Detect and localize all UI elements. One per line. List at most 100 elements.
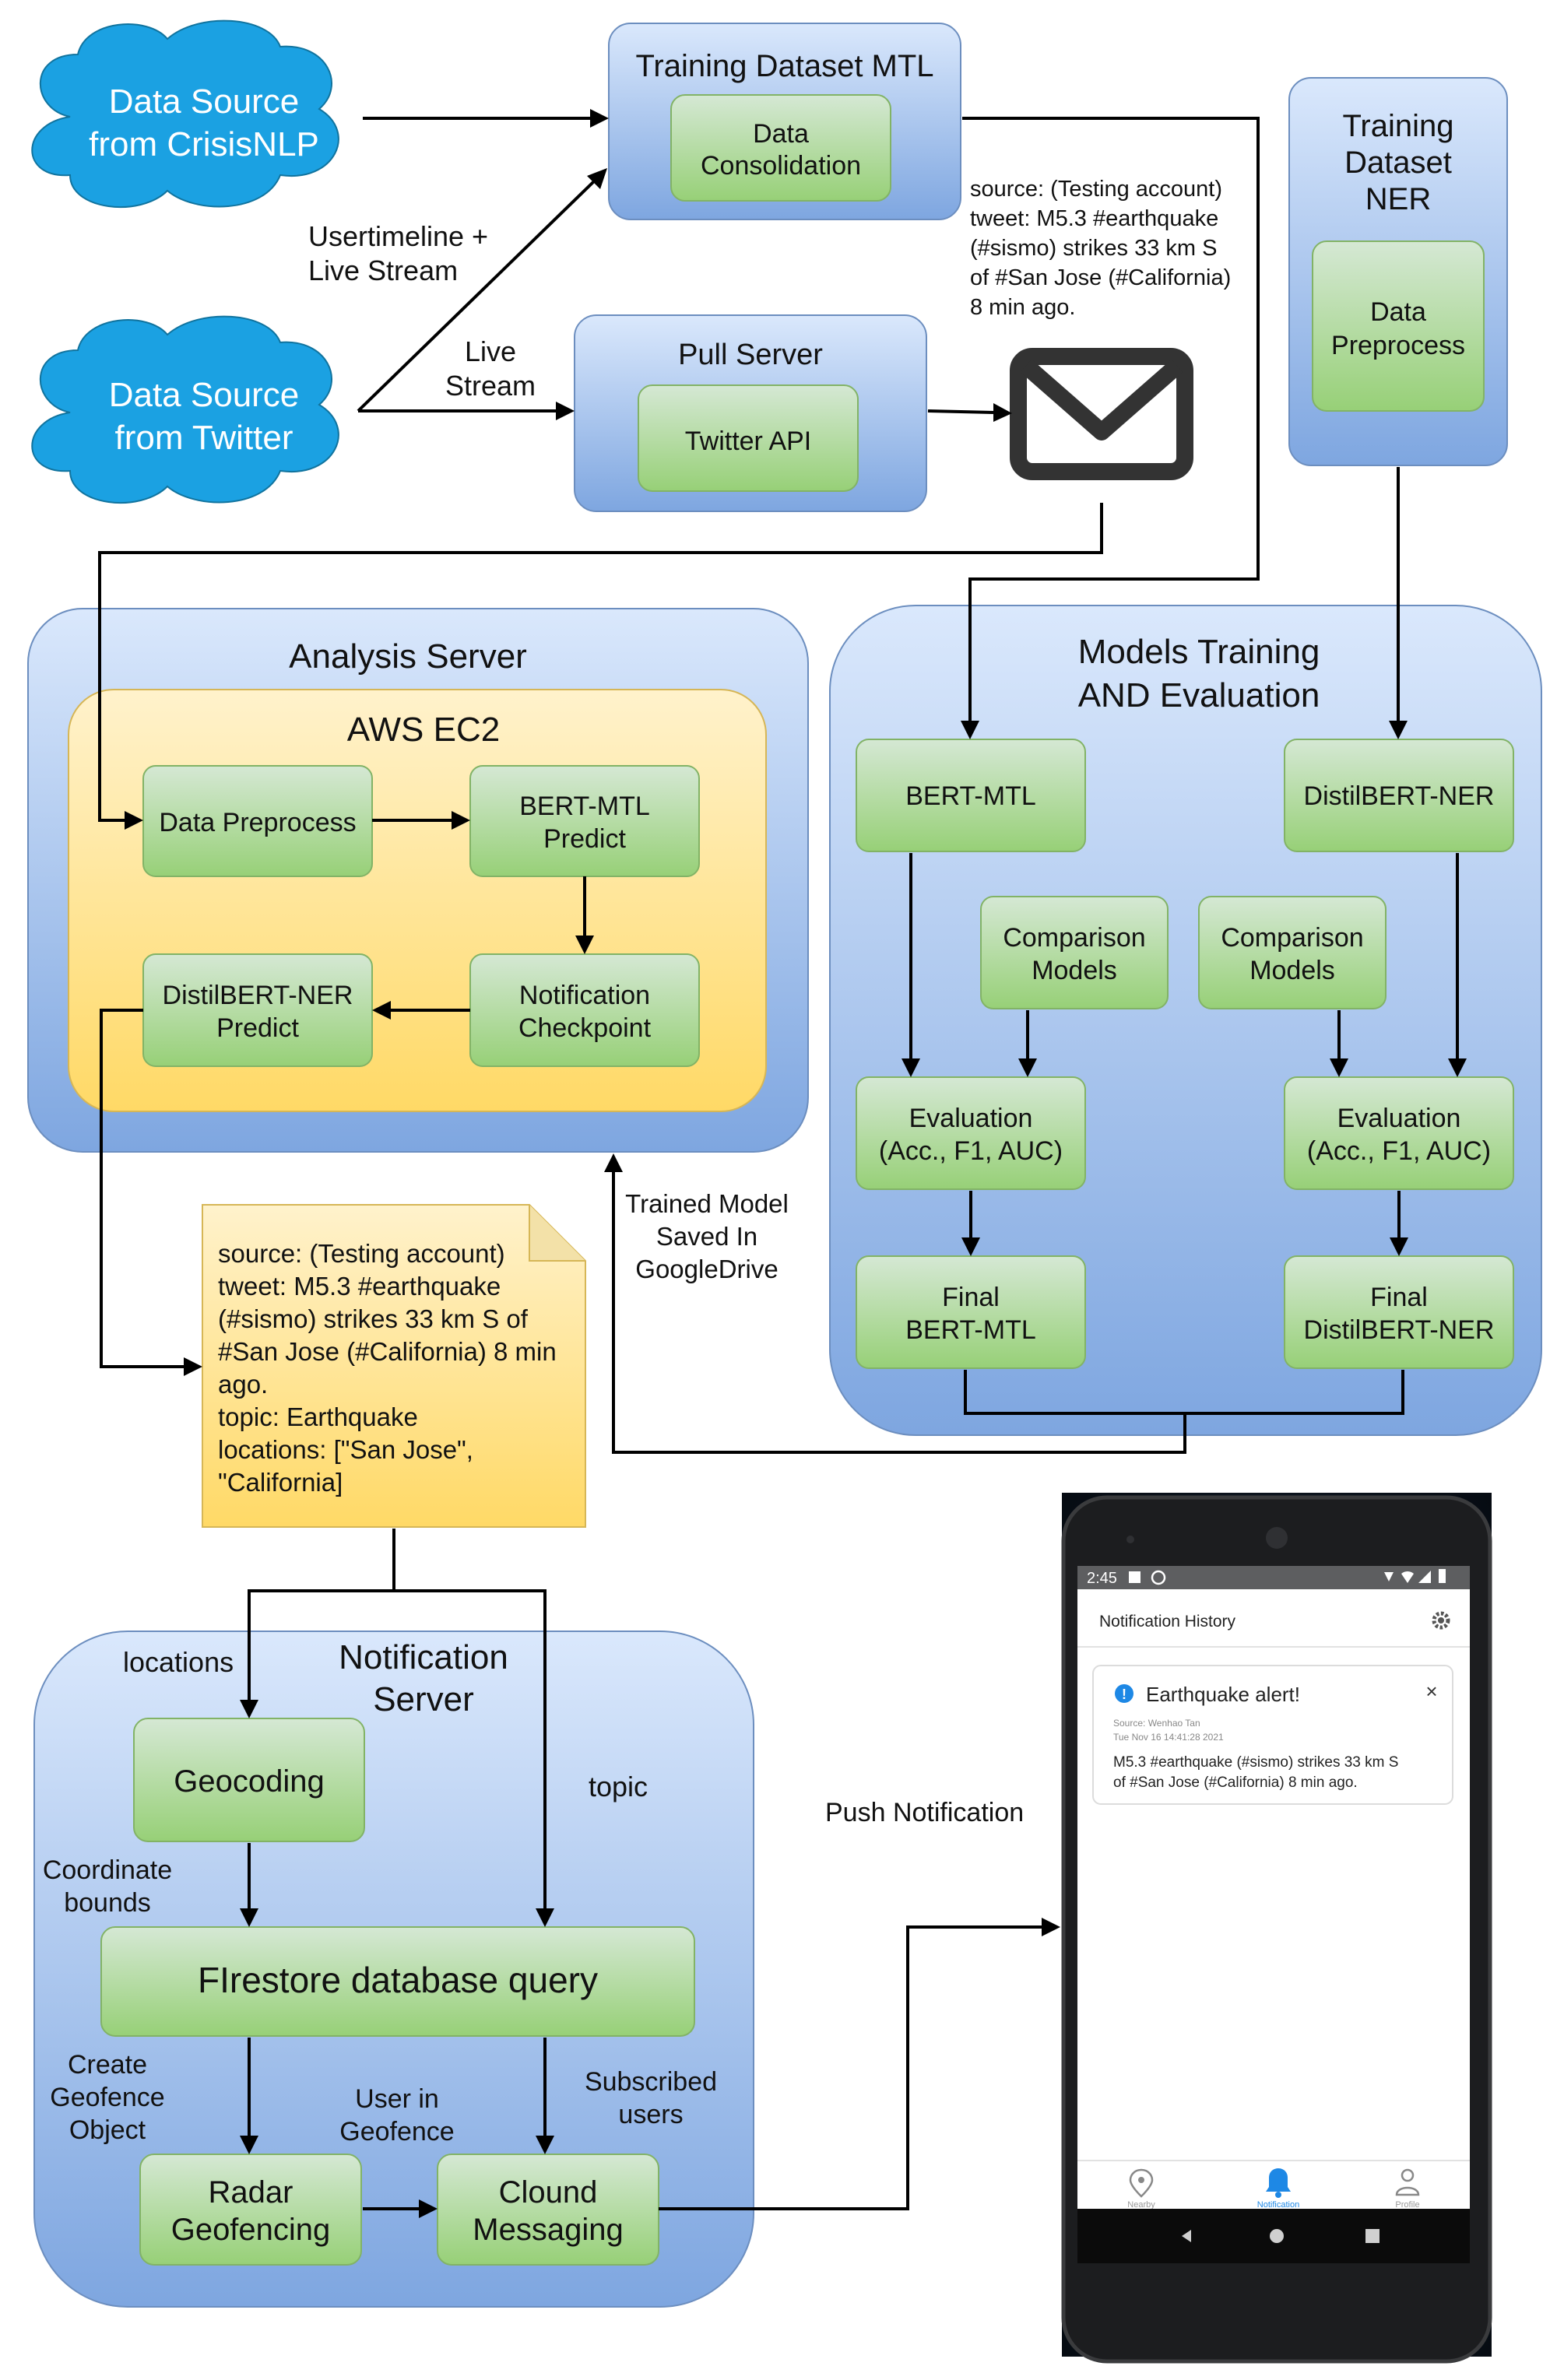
data-consolidation-box xyxy=(670,94,891,202)
note-line1: source: (Testing account) xyxy=(218,1239,505,1268)
evaluation-left-line2: (Acc., F1, AUC) xyxy=(879,1136,1063,1166)
home-icon[interactable] xyxy=(1270,2229,1284,2243)
recents-icon[interactable] xyxy=(1365,2229,1380,2243)
tweet-text-line5: 8 min ago. xyxy=(970,295,1075,320)
status-time: 2:45 xyxy=(1087,1570,1117,1587)
cloud-twitter-line2: from Twitter xyxy=(114,419,293,457)
bert-mtl-label: BERT-MTL xyxy=(905,781,1036,811)
status-signal-icon xyxy=(1418,1571,1431,1583)
tab-notification-label: Notification xyxy=(1257,2200,1299,2210)
label-locations: locations xyxy=(123,1646,234,1678)
bert-mtl-predict-box xyxy=(469,765,700,877)
note-line5: ago. xyxy=(218,1370,268,1399)
label-push-notification: Push Notification xyxy=(825,1798,1024,1827)
cloud-crisisnlp-line2: from CrisisNLP xyxy=(89,125,319,163)
notification-checkpoint-line1: Notification xyxy=(519,981,650,1010)
final-bert-mtl-line1: Final xyxy=(942,1283,1000,1312)
back-icon[interactable] xyxy=(1182,2230,1191,2242)
label-user-in-geofence-1: User in xyxy=(355,2084,439,2114)
person-icon xyxy=(1401,2168,1415,2182)
label-usertimeline-1: Usertimeline + xyxy=(308,220,488,252)
close-icon[interactable]: × xyxy=(1425,1680,1437,1703)
status-location-icon xyxy=(1384,1572,1394,1581)
comparison-models-left-box xyxy=(980,896,1169,1009)
final-distilbert-ner-line1: Final xyxy=(1370,1283,1428,1312)
label-create-geofence-2: Geofence xyxy=(50,2083,164,2112)
label-topic: topic xyxy=(589,1771,648,1803)
radar-geofencing-line2: Geofencing xyxy=(171,2213,331,2247)
label-live-stream-2: Stream xyxy=(445,370,536,402)
note-line7: locations: ["San Jose", xyxy=(218,1435,473,1464)
app-header xyxy=(1077,1589,1470,1645)
training-dataset-ner-title-2: Dataset xyxy=(1344,146,1452,180)
app-header-title: Notification History xyxy=(1099,1613,1236,1631)
firestore-query-label: FIrestore database query xyxy=(198,1960,598,2000)
note-line6: topic: Earthquake xyxy=(218,1402,418,1431)
ner-data-preprocess-line1: Data xyxy=(1370,297,1426,327)
cloud-crisisnlp-line1: Data Source xyxy=(109,82,300,121)
label-create-geofence-1: Create xyxy=(68,2050,147,2080)
evaluation-left-box xyxy=(856,1076,1086,1190)
bert-mtl-predict-line2: Predict xyxy=(543,824,626,854)
comparison-models-right-line1: Comparison xyxy=(1221,923,1363,953)
label-subscribed-users-1: Subscribed xyxy=(585,2067,717,2097)
tweet-text-line3: (#sismo) strikes 33 km S xyxy=(970,236,1217,261)
training-dataset-ner-title-1: Training xyxy=(1342,109,1453,143)
training-dataset-ner-group: Training Dataset NER Data Preprocess xyxy=(1288,77,1508,466)
notification-card[interactable]: ! Earthquake alert! × Source: Wenhao Tan… xyxy=(1092,1665,1453,1805)
tweet-text-line4: of #San Jose (#California) xyxy=(970,265,1231,290)
notification-checkpoint-box xyxy=(469,953,700,1067)
bell-icon xyxy=(1266,2168,1291,2192)
evaluation-left-line1: Evaluation xyxy=(909,1104,1033,1133)
pull-server-group: Pull Server Twitter API xyxy=(574,314,927,512)
label-coordinate-bounds-1: Coordinate xyxy=(43,1855,172,1885)
prediction-result-note: source: (Testing account) tweet: M5.3 #e… xyxy=(202,1204,586,1528)
distilbert-ner-box xyxy=(1284,739,1514,852)
tweet-text-line1: source: (Testing account) xyxy=(970,177,1222,202)
notification-body-line2: of #San Jose (#California) 8 min ago. xyxy=(1113,1774,1358,1791)
twitter-api-box xyxy=(638,384,859,492)
models-training-title-2: AND Evaluation xyxy=(1078,676,1320,714)
cloud-messaging-box xyxy=(437,2154,659,2266)
bert-mtl-box xyxy=(856,739,1086,852)
tab-notification[interactable]: Notification xyxy=(1257,2168,1299,2210)
notification-server-title-1: Notification xyxy=(339,1638,508,1676)
notification-server-title-2: Server xyxy=(373,1680,474,1718)
evaluation-right-line2: (Acc., F1, AUC) xyxy=(1307,1136,1491,1166)
location-pin-icon xyxy=(1129,2168,1154,2198)
twitter-api-label: Twitter API xyxy=(685,427,812,456)
label-usertimeline-2: Live Stream xyxy=(308,254,458,286)
models-training-group: Models Training AND Evaluation BERT-MTL … xyxy=(829,605,1542,1436)
notification-timestamp: Tue Nov 16 14:41:28 2021 xyxy=(1113,1732,1224,1743)
aws-ec2-title: AWS EC2 xyxy=(347,711,500,749)
analysis-server-title: Analysis Server xyxy=(289,637,527,676)
ner-data-preprocess-box xyxy=(1312,240,1485,412)
cloud-crisisnlp: Data Source from CrisisNLP xyxy=(31,19,339,208)
tab-nearby-label: Nearby xyxy=(1127,2200,1155,2210)
bert-mtl-predict-line1: BERT-MTL xyxy=(519,792,650,821)
label-coordinate-bounds-2: bounds xyxy=(64,1888,151,1918)
envelope-icon xyxy=(1010,348,1193,480)
cloud-messaging-line1: Clound xyxy=(499,2175,598,2210)
notification-checkpoint-line2: Checkpoint xyxy=(518,1013,652,1043)
label-create-geofence-3: Object xyxy=(69,2115,146,2145)
final-distilbert-ner-line2: DistilBERT-NER xyxy=(1304,1315,1495,1345)
settings-gear-icon[interactable] xyxy=(1432,1611,1450,1630)
note-line2: tweet: M5.3 #earthquake xyxy=(218,1272,501,1301)
notification-server-group: Notification Server Geocoding FIrestore … xyxy=(33,1631,754,2308)
comparison-models-right-line2: Models xyxy=(1249,956,1335,985)
comparison-models-left-line1: Comparison xyxy=(1003,923,1145,953)
note-line3: (#sismo) strikes 33 km S of xyxy=(218,1304,529,1333)
tab-nearby[interactable]: Nearby xyxy=(1127,2168,1155,2210)
ner-data-preprocess-line2: Preprocess xyxy=(1331,331,1465,360)
label-trained-model-3: GoogleDrive xyxy=(635,1255,778,1283)
distilbert-ner-predict-box xyxy=(142,953,373,1067)
data-preprocess-label: Data Preprocess xyxy=(159,808,356,837)
tab-profile[interactable]: Profile xyxy=(1395,2168,1420,2210)
comparison-models-left-line2: Models xyxy=(1032,956,1117,985)
label-trained-model-2: Saved In xyxy=(656,1222,757,1251)
evaluation-right-box xyxy=(1284,1076,1514,1190)
pull-server-title: Pull Server xyxy=(678,339,823,371)
label-user-in-geofence-2: Geofence xyxy=(339,2117,454,2147)
